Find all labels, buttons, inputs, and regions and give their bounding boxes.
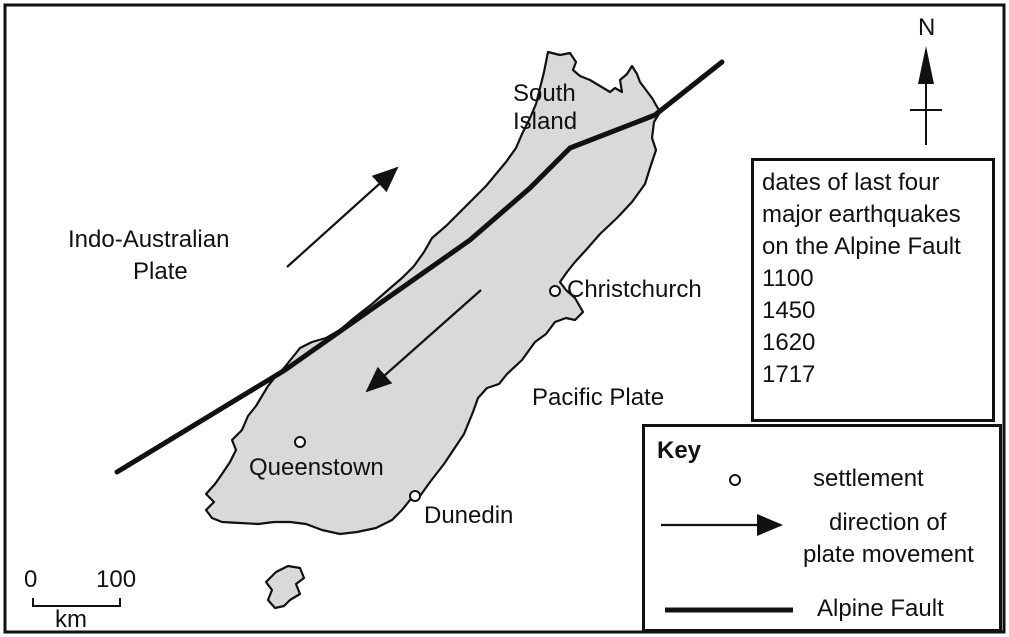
- indo-australian-plate-label-line1: Indo-Australian: [68, 226, 230, 253]
- christchurch-marker-icon: [549, 285, 561, 297]
- key-fault-label: Alpine Fault: [817, 595, 944, 622]
- key-movement-label-line2: plate movement: [803, 541, 974, 568]
- scale-unit-label: km: [55, 606, 87, 633]
- north-label: N: [918, 14, 936, 41]
- pacific-movement-arrow: [365, 289, 482, 393]
- key-settlement-label: settlement: [813, 465, 924, 492]
- panel-heading-line: dates of last four: [762, 169, 940, 196]
- scale-bar: [32, 598, 121, 607]
- indo-australian-movement-arrow: [286, 166, 399, 268]
- map-key-panel: Key settlement direction of plate moveme…: [642, 424, 1002, 632]
- earthquake-date: 1100: [762, 265, 814, 292]
- dunedin-marker-icon: [409, 490, 421, 502]
- key-symbols: [661, 474, 793, 613]
- north-arrow-icon: [910, 46, 942, 145]
- earthquake-date: 1620: [762, 329, 816, 356]
- scale-end-label: 100: [96, 566, 137, 593]
- indo-australian-plate-label-line2: Plate: [133, 258, 188, 285]
- queenstown-marker-icon: [294, 436, 306, 448]
- panel-heading-line: major earthquakes: [762, 201, 961, 228]
- key-title: Key: [657, 437, 702, 464]
- earthquake-dates-panel: dates of last four major earthquakes on …: [751, 158, 995, 422]
- key-movement-label-line1: direction of: [829, 509, 947, 536]
- south-island-label-line2: Island: [513, 108, 578, 135]
- earthquake-date: 1717: [762, 361, 816, 388]
- dunedin-label: Dunedin: [424, 502, 514, 529]
- stewart-island: [264, 564, 306, 610]
- earthquake-date: 1450: [762, 297, 816, 324]
- south-island-label-line1: South: [513, 80, 576, 107]
- scale-start-label: 0: [24, 566, 38, 593]
- figure-frame: [3, 3, 1006, 634]
- pacific-plate-label: Pacific Plate: [532, 384, 665, 411]
- christchurch-label: Christchurch: [567, 276, 702, 303]
- queenstown-label: Queenstown: [249, 454, 384, 481]
- panel-heading-line: on the Alpine Fault: [762, 233, 961, 260]
- alpine-fault-line: [114, 59, 725, 475]
- settlement-symbol-icon: [729, 474, 741, 486]
